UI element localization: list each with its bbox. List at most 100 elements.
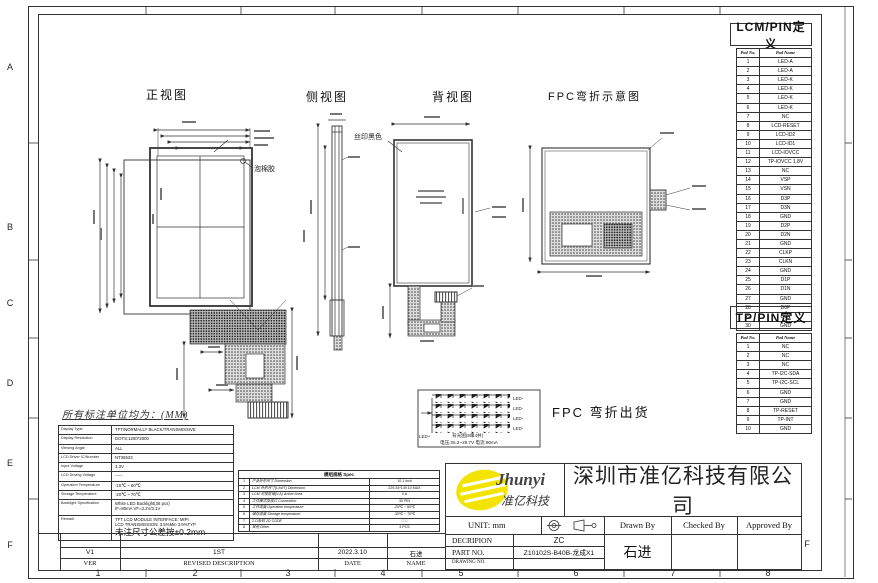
pin-number: 10 (737, 139, 760, 149)
pin-number: 10 (737, 424, 760, 434)
frame-number: 5 (458, 568, 464, 578)
pin-name: GND (779, 213, 792, 220)
pin-name: NC (781, 362, 790, 369)
pin-number: 7 (737, 397, 760, 406)
pin-name: D3N (780, 204, 791, 211)
company-name: 深圳市准亿科技有限公司 (573, 464, 793, 518)
rev-name-label: NAME (406, 560, 426, 567)
pin-number: 17 (737, 203, 760, 212)
led-neg-label: LED- (513, 426, 524, 431)
pin-row: 27 GND (737, 294, 811, 304)
pin-name: VSN (780, 186, 791, 193)
rev-desc-value: 1ST (213, 549, 225, 556)
front-view (93, 121, 298, 419)
pin-number: 3 (737, 76, 760, 85)
rev-date-value: 2022.3.10 (338, 549, 367, 556)
spec-label: LCD Driving Voltage (59, 472, 112, 481)
sheet-outer-border (28, 6, 854, 579)
backlight-circuit-box (417, 389, 541, 448)
pin-name: NC (781, 353, 790, 360)
units-note: 所有标注单位均为：(MM) (62, 410, 189, 421)
unit-label: UNIT: mm (468, 520, 506, 530)
pin-row: 2 NC (737, 352, 811, 362)
pin-name: GND (779, 425, 792, 432)
pin-name: VSP (780, 177, 791, 184)
spec-row: Operation Temperature-15℃ ~ 60℃ (59, 481, 233, 492)
pin-number: 8 (737, 406, 760, 415)
pin-row: 17 D3N (737, 203, 811, 213)
frame-number: 6 (573, 568, 579, 578)
pin-number: 1 (737, 343, 760, 352)
pin-name: TP-I2C-SDA (771, 371, 800, 378)
pin-number: 27 (737, 294, 760, 303)
backlight-caption-2: 电压:25.2~29.7V 电流:80mA (440, 439, 499, 446)
front-view-title: 正视图 (146, 88, 189, 102)
spec-label: LCD Driver IC/Number (59, 453, 112, 463)
drawn-by-value: 石进 (623, 543, 652, 560)
pin-name: LED-K (778, 86, 793, 93)
pin-name: LED-A (778, 59, 793, 66)
pin-name: D1P (780, 277, 791, 284)
pin-name: LED-A (778, 68, 793, 75)
pin-name: D0P (780, 304, 791, 311)
pin-number: 4 (737, 85, 760, 94)
pin-number: 24 (737, 267, 760, 276)
pin-table-header: Pad No.Pad Name (737, 49, 811, 59)
pin-name: LED-K (778, 104, 793, 111)
pin-name: D0N (780, 313, 791, 320)
side-view-title: 侧视图 (306, 90, 349, 104)
logo-text: Jhunyi (496, 470, 546, 489)
pin-row: 10 GND (737, 424, 811, 434)
pin-name: TP-IOVCC 1.8V (767, 159, 804, 166)
pin-name: GND (779, 295, 792, 302)
spec-label: Input Voltage (59, 463, 112, 472)
spec-label: Display Resolution (59, 435, 112, 444)
spec-value: 3.3V (115, 464, 124, 470)
pin-name: LED-K (778, 95, 793, 102)
pin-number: 6 (737, 103, 760, 112)
sheet-inner-border (38, 14, 822, 571)
title-block: Jhunyi 准亿科技 深圳市准亿科技有限公司 UNIT: mm Drawn B… (445, 463, 802, 570)
rev-ver-label: VER (83, 560, 97, 567)
pin-number: 1 (737, 58, 760, 67)
back-view-title: 背视图 (432, 90, 475, 104)
pin-name: D1N (780, 286, 791, 293)
spec-value: White LED Backlight(36 pcs)IF=80mA VF=3.… (115, 501, 170, 512)
led-pos-label: LED+ (419, 434, 431, 439)
pin-number: 25 (737, 276, 760, 285)
module-spec-title: 模组规格 Spec (239, 471, 439, 479)
pin-name: D3P (780, 195, 791, 202)
pin-row: 6 LED-K (737, 103, 811, 113)
spec-row: LCD Driving Voltage----- (59, 472, 233, 482)
revision-table: V1 1ST 2022.3.10 石进 VER REVISED DESCRIPT… (38, 533, 445, 570)
pin-name: CLKN (778, 259, 793, 266)
pin-number: 2 (737, 352, 760, 361)
pin-number: 4 (737, 370, 760, 379)
silk-print-label: 丝印黑色 (354, 134, 382, 141)
frame-letter: D (6, 378, 14, 388)
pin-number: 6 (737, 388, 760, 397)
decription-value: ZC (553, 535, 565, 545)
